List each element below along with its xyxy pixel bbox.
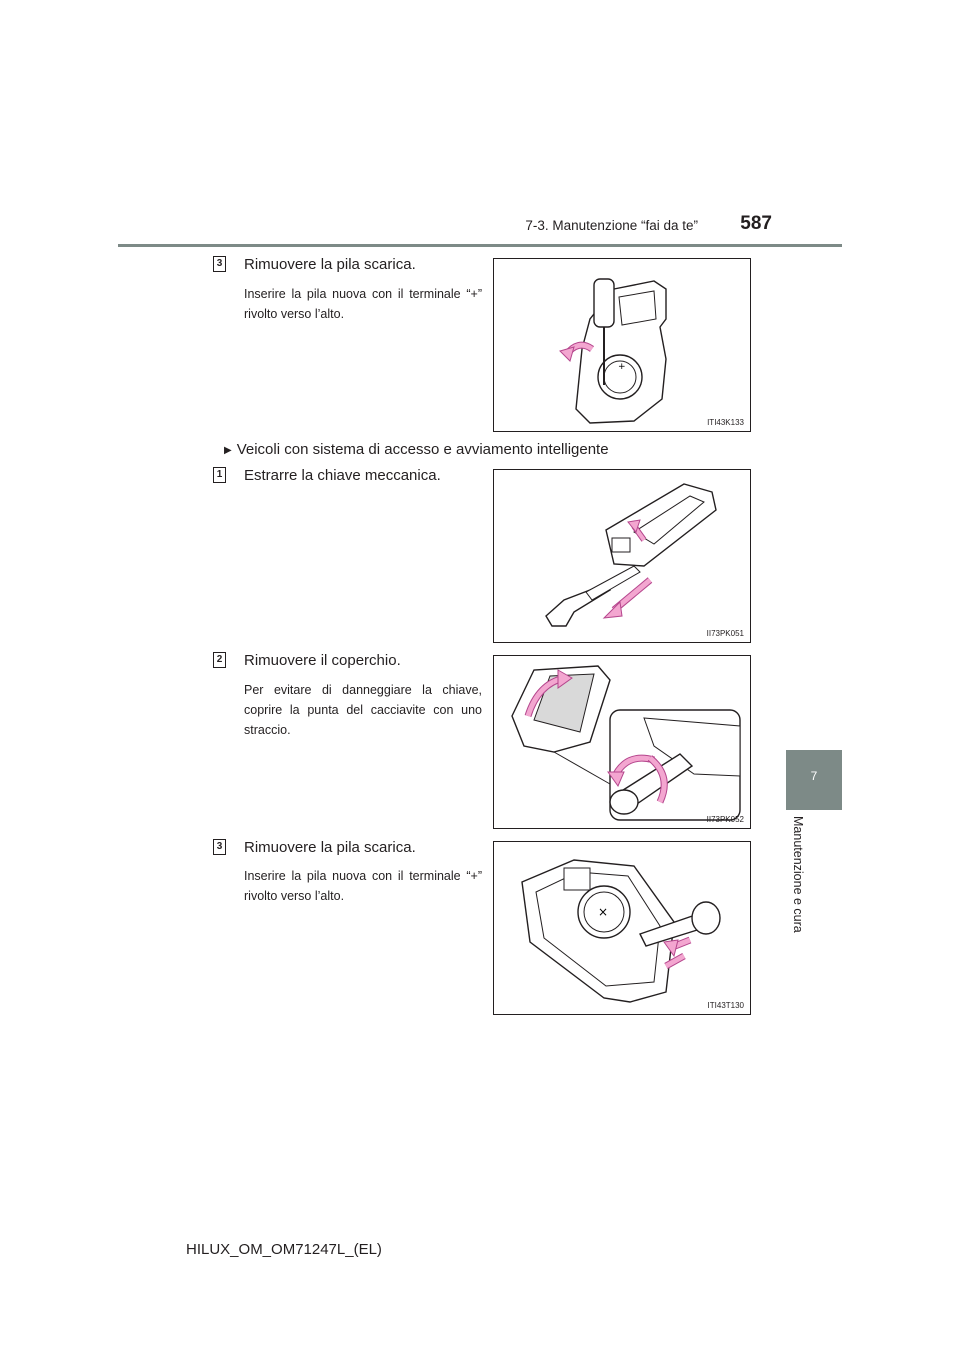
figure-code: ITI43K133	[707, 418, 744, 427]
step-number-box: 3	[213, 256, 226, 272]
chapter-tab-number: 7	[810, 769, 818, 783]
step-number-box: 1	[213, 467, 226, 483]
figure-smart-key-battery-removal: × ITI43T130	[493, 841, 751, 1015]
step-title: Rimuovere la pila scarica.	[244, 256, 416, 273]
svg-text:+: +	[618, 362, 626, 372]
subheading-text: Veicoli con sistema di accesso e avviame…	[236, 441, 609, 458]
figure-key-battery-removal: + ITI43K133	[493, 258, 751, 432]
header-section-title: 7-3. Manutenzione “fai da te”	[525, 218, 698, 233]
chapter-side-label: Manutenzione e cura	[786, 816, 808, 966]
figure-mechanical-key-extraction: II73PK051	[493, 469, 751, 643]
step-title: Estrarre la chiave meccanica.	[244, 467, 441, 484]
header-rule	[118, 244, 842, 247]
step-number-box: 3	[213, 839, 226, 855]
figure-code: II73PK051	[706, 629, 744, 638]
step-number-box: 2	[213, 652, 226, 668]
triangle-bullet-icon: ▶	[224, 445, 232, 456]
key-battery-illustration: +	[559, 278, 667, 424]
chapter-side-label-text: Manutenzione e cura	[791, 816, 805, 933]
section-subheading: ▶ Veicoli con sistema di accesso e avviam…	[224, 441, 609, 458]
page-number: 587	[740, 213, 772, 234]
step-note: Inserire la pila nuova con il terminale …	[244, 869, 482, 903]
chapter-tab	[786, 750, 842, 810]
figure-cover-removal: II73PK052	[493, 655, 751, 829]
mechanical-key-illustration	[545, 483, 717, 627]
step-note: Inserire la pila nuova con il terminale …	[244, 287, 482, 321]
footer-model-code: HILUX_OM_OM71247L_(EL)	[186, 1241, 382, 1258]
cover-removal-illustration	[511, 665, 741, 821]
step-title: Rimuovere il coperchio.	[244, 652, 401, 669]
figure-code: ITI43T130	[707, 1001, 744, 1010]
step-note: Per evitare di danneggiare la chiave, co…	[244, 683, 482, 737]
step-title: Rimuovere la pila scarica.	[244, 839, 416, 856]
smart-key-battery-illustration: ×	[521, 859, 721, 1003]
figure-code: II73PK052	[706, 815, 744, 824]
svg-text:×: ×	[598, 905, 608, 919]
